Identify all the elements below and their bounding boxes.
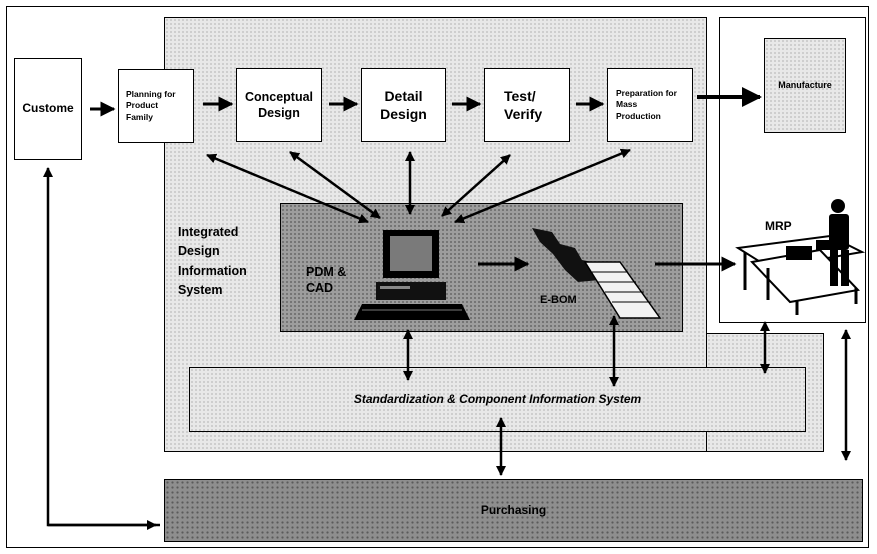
conceptual-design-box: Conceptual Design (236, 68, 322, 142)
conceptual-design-label: Conceptual Design (237, 89, 321, 122)
preparation-label: Preparation for Mass Production (616, 88, 684, 121)
standardization-label: Standardization & Component Information … (354, 392, 641, 408)
detail-design-box: Detail Design (361, 68, 446, 142)
planning-box: Planning for Product Family (118, 69, 194, 143)
test-verify-box: Test/ Verify (484, 68, 570, 142)
customer-label: Custome (22, 101, 73, 117)
manufacture-label: Manufacture (778, 80, 832, 92)
standardization-box: Standardization & Component Information … (189, 367, 806, 432)
detail-design-label: Detail Design (362, 87, 445, 123)
integrated-system-label: Integrated Design Information System (178, 223, 270, 301)
test-verify-label: Test/ Verify (504, 87, 550, 123)
preparation-box: Preparation for Mass Production (607, 68, 693, 142)
ebom-label: E-BOM (540, 293, 577, 307)
mrp-label: MRP (765, 219, 792, 235)
planning-label: Planning for Product Family (126, 89, 186, 122)
pdm-cad-label: PDM & CAD (306, 264, 348, 297)
manufacture-box: Manufacture (764, 38, 846, 133)
purchasing-label: Purchasing (481, 503, 546, 519)
purchasing-box: Purchasing (164, 479, 863, 542)
customer-box: Custome (14, 58, 82, 160)
